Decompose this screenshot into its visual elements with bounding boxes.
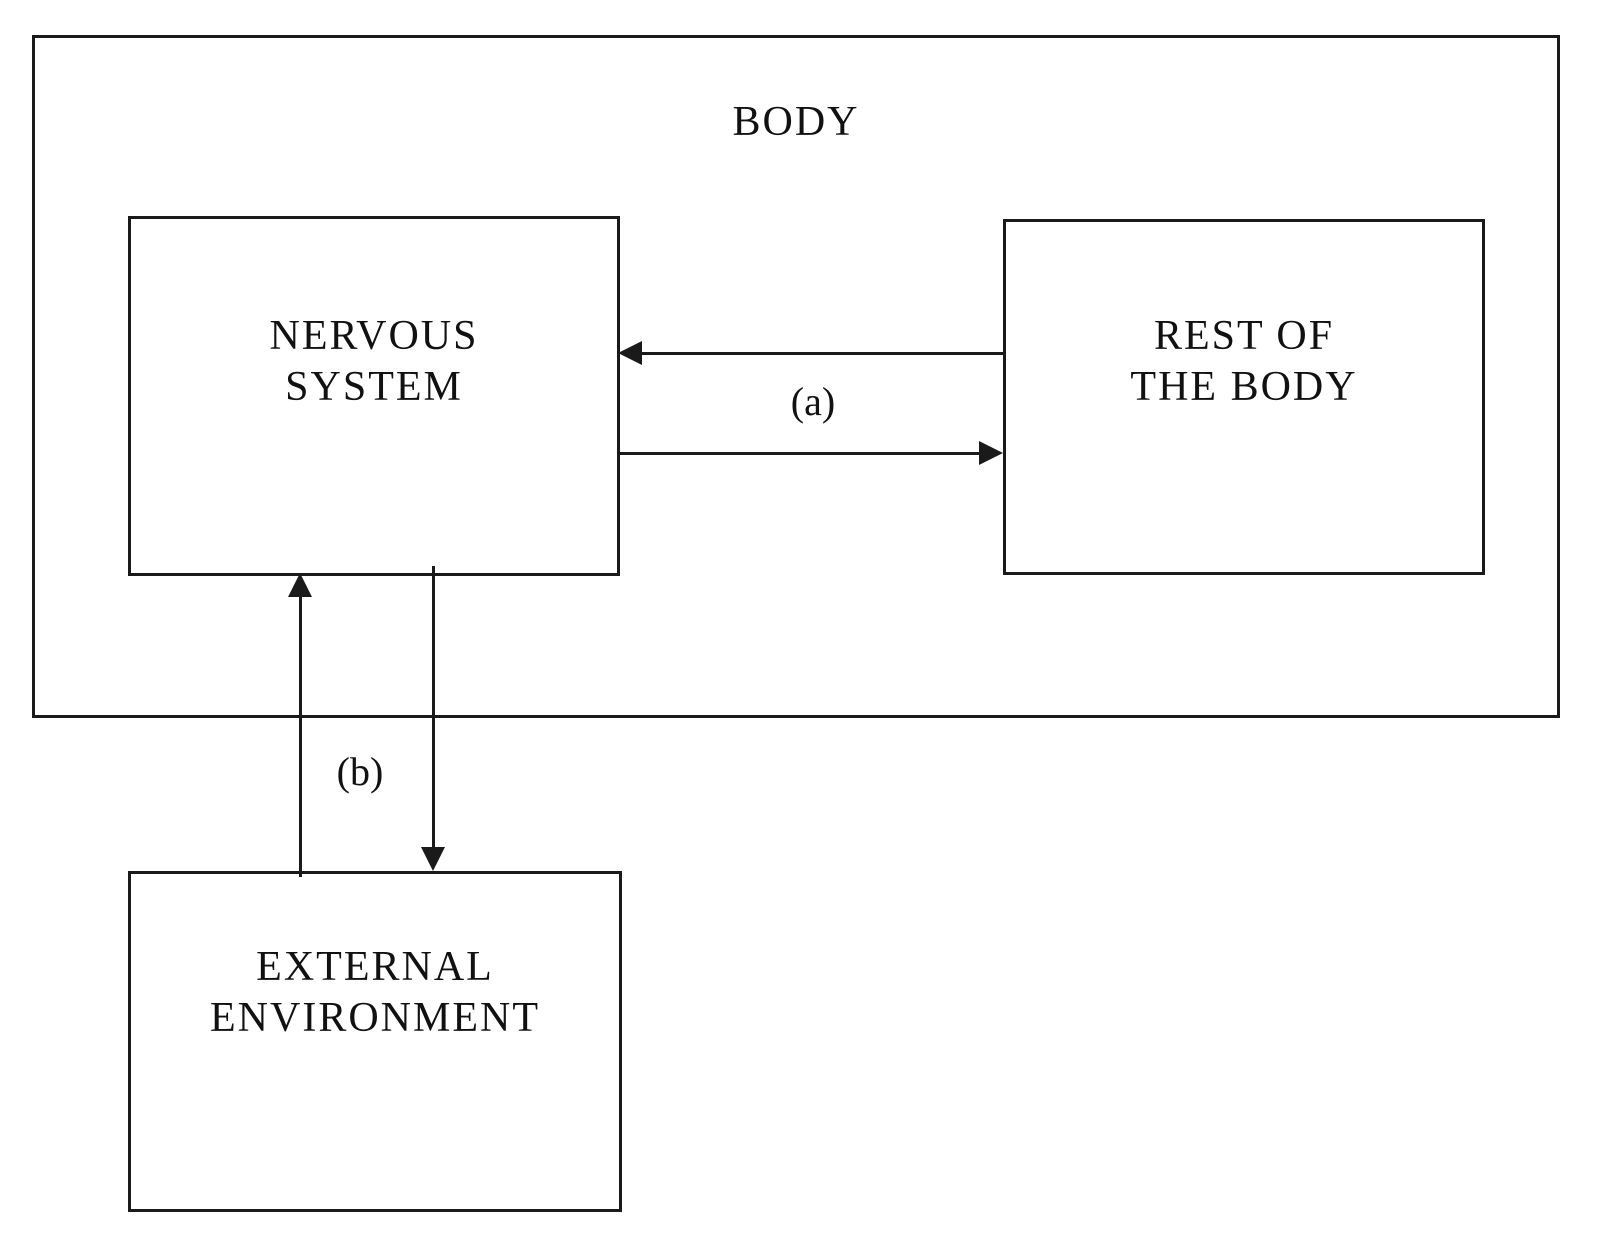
edge-label-a: (a) [790, 379, 836, 424]
body-container-box [32, 35, 1560, 718]
arrow-down-icon [421, 847, 445, 871]
edge-rest-to-nervous-line [640, 352, 1004, 355]
body-container-title: BODY [732, 99, 860, 145]
external-environment-label: EXTERNAL ENVIRONMENT [210, 944, 540, 1042]
nervous-system-box [128, 216, 620, 576]
arrow-left-icon [618, 341, 642, 365]
edge-label-b: (b) [336, 749, 384, 794]
arrow-up-icon [288, 573, 312, 597]
rest-of-the-body-label: REST OF THE BODY [1130, 313, 1358, 411]
rest-of-the-body-box [1003, 219, 1485, 575]
edge-nervous-to-env-line [432, 566, 435, 849]
edge-nervous-to-rest-line [619, 452, 981, 455]
edge-env-to-nervous-line [299, 596, 302, 877]
external-environment-box [128, 871, 622, 1212]
arrow-right-icon [979, 441, 1003, 465]
nervous-system-label: NERVOUS SYSTEM [269, 313, 479, 411]
